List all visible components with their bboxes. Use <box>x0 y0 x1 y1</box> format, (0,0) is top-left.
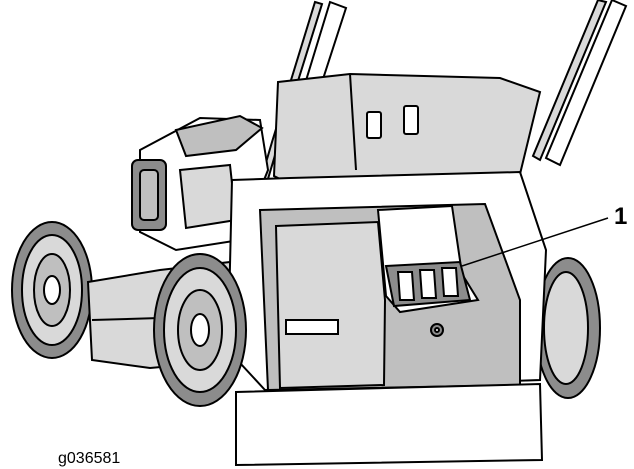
rear-right-wheel <box>535 257 601 399</box>
rear-left-wheel <box>11 221 93 359</box>
mulch-plug <box>376 204 480 314</box>
figure-id-label: g036581 <box>58 450 120 467</box>
leader-line <box>461 217 609 267</box>
callout-number-1: 1 <box>614 203 627 230</box>
front-left-wheel <box>153 253 247 407</box>
